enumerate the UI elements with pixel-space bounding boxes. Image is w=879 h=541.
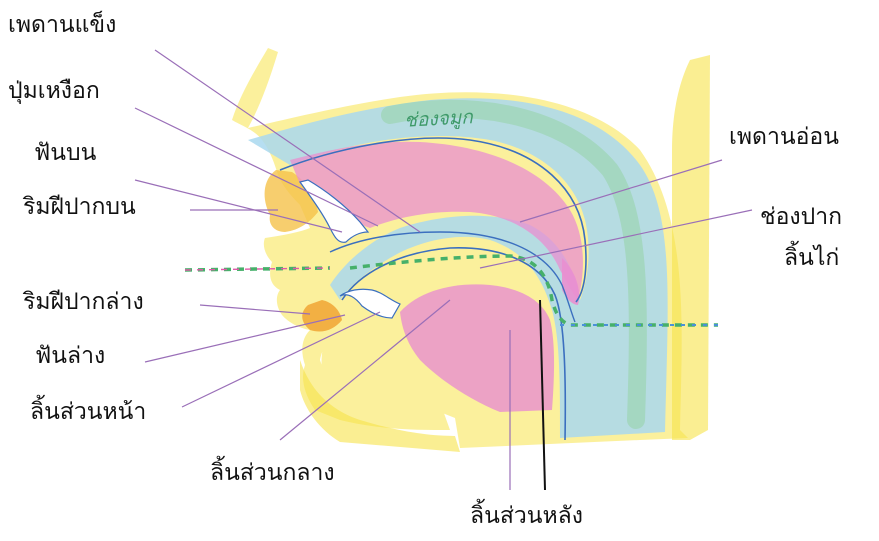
label-upper-lip: ริมฝีปากบน xyxy=(23,196,136,219)
label-lower-lip: ริมฝีปากล่าง xyxy=(23,291,144,314)
label-hard-palate: เพดานแข็ง xyxy=(8,14,116,37)
label-tongue-tip: ลิ้นส่วนหน้า xyxy=(30,401,146,424)
nasal-cavity-label: ช่องจมูก xyxy=(404,108,474,131)
label-tongue-middle: ลิ้นส่วนกลาง xyxy=(210,462,335,485)
label-oral-cavity: ช่องปาก xyxy=(760,206,842,229)
label-alveolar-ridge: ปุ่มเหงือก xyxy=(8,80,100,103)
label-tongue-back: ลิ้นส่วนหลัง xyxy=(470,505,583,528)
label-soft-palate: เพดานอ่อน xyxy=(729,126,839,149)
label-upper-teeth: ฟันบน xyxy=(34,142,96,165)
label-lower-teeth: ฟันล่าง xyxy=(35,345,105,368)
back-of-head xyxy=(672,55,710,440)
label-uvula: ลิ้นไก่ xyxy=(784,247,839,270)
